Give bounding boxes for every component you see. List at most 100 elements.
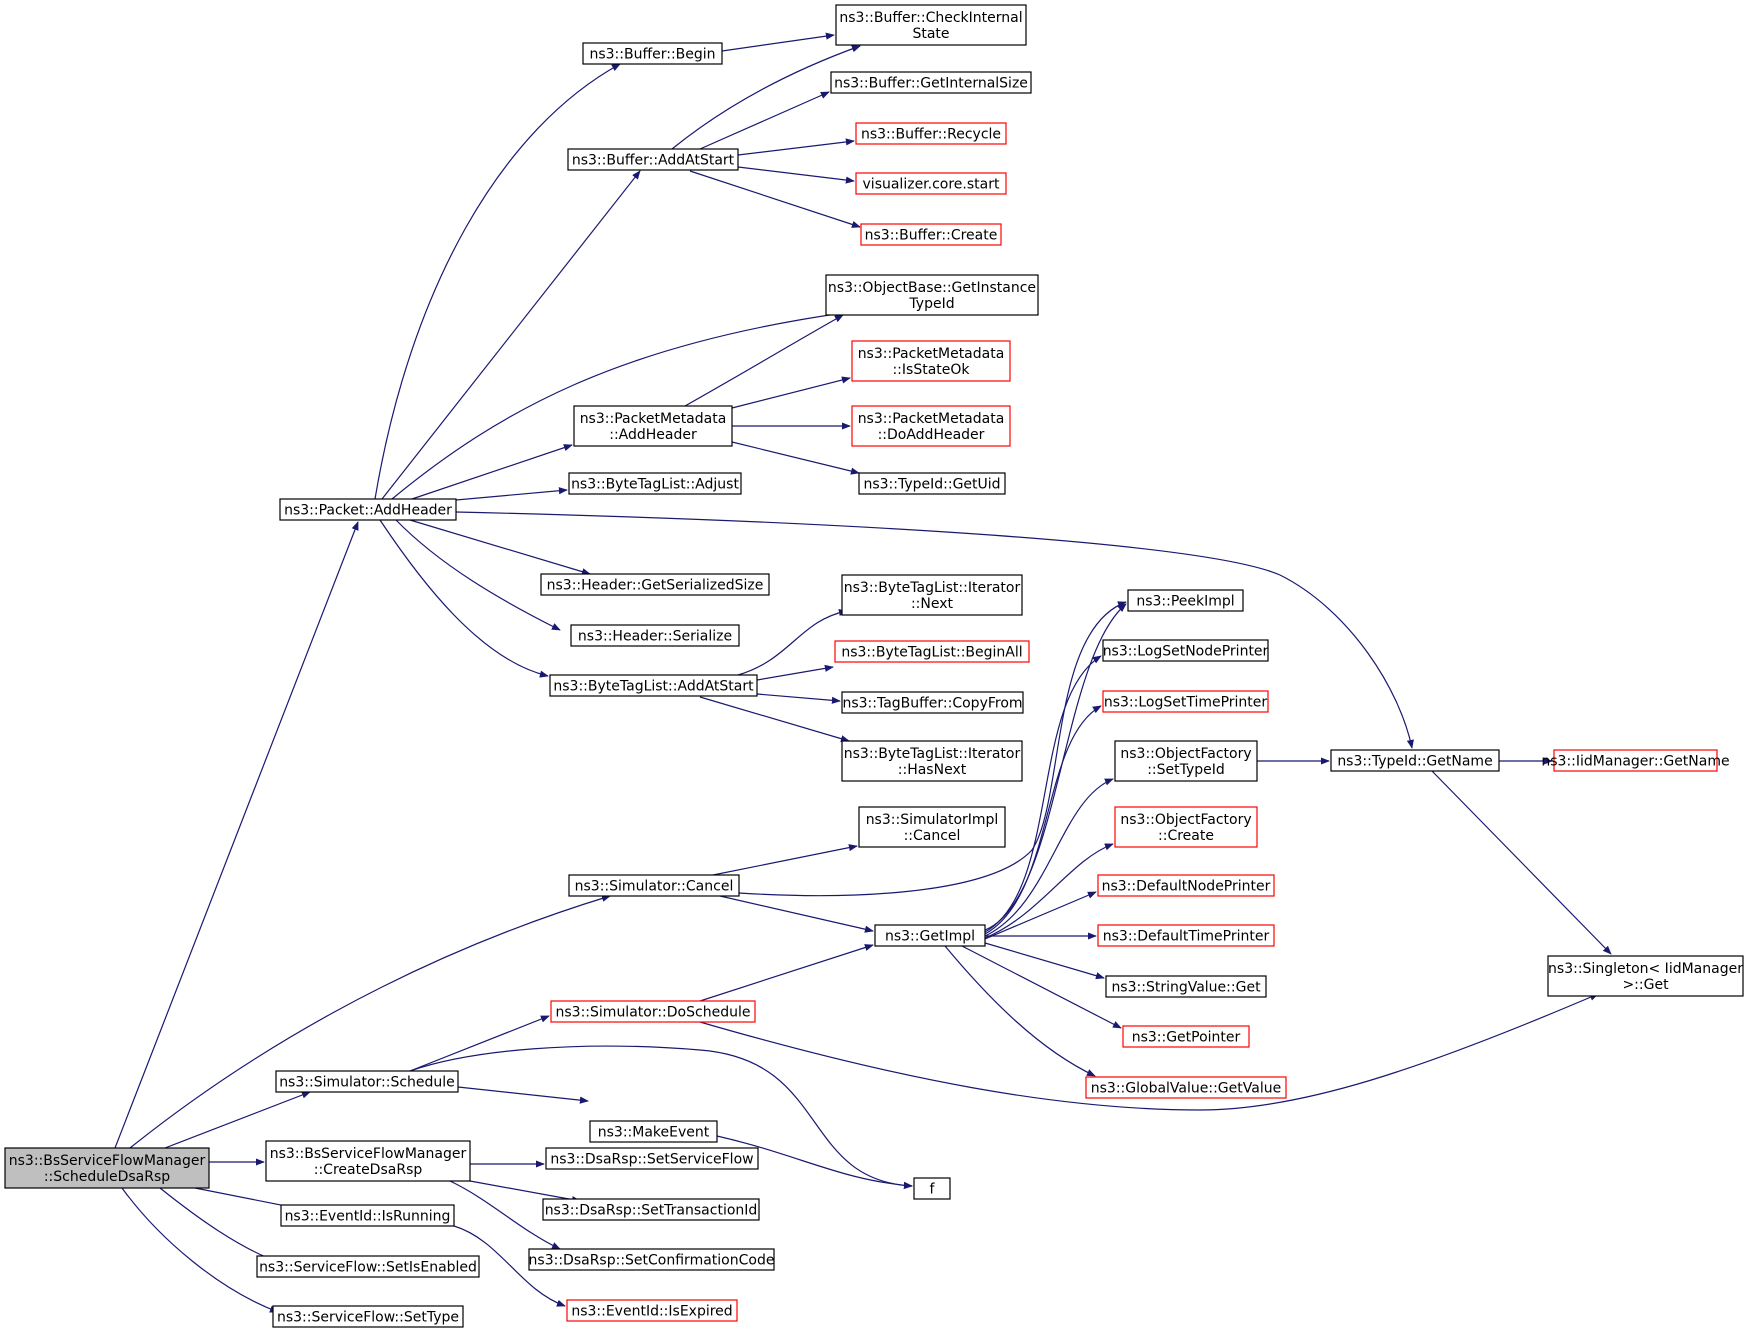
node-pm-addheader[interactable]: ns3::PacketMetadata::AddHeader <box>573 405 733 447</box>
node-typeid-getname[interactable]: ns3::TypeId::GetName <box>1330 749 1500 772</box>
node-btl-iter-next[interactable]: ns3::ByteTagList::Iterator::Next <box>841 574 1023 616</box>
node-box <box>256 1255 480 1278</box>
node-buffer-getinternalsize[interactable]: ns3::Buffer::GetInternalSize <box>830 71 1032 94</box>
node-box <box>4 1147 210 1189</box>
node-packet-addheader[interactable]: ns3::Packet::AddHeader <box>279 498 457 521</box>
edge-root-to-sim-cancel <box>129 894 611 1149</box>
node-simimpl-cancel[interactable]: ns3::SimulatorImpl::Cancel <box>858 806 1006 848</box>
node-serviceflow-settype[interactable]: ns3::ServiceFlow::SetType <box>272 1305 464 1328</box>
node-label-line: ::HasNext <box>898 762 967 778</box>
node-tagbuffer-copyfrom[interactable]: ns3::TagBuffer::CopyFrom <box>841 691 1024 714</box>
node-eventid-isrunning[interactable]: ns3::EventId::IsRunning <box>280 1204 455 1227</box>
node-buffer-addatstart[interactable]: ns3::Buffer::AddAtStart <box>567 148 739 171</box>
node-getimpl[interactable]: ns3::GetImpl <box>874 924 986 947</box>
node-typeid-getuid[interactable]: ns3::TypeId::GetUid <box>858 472 1006 495</box>
node-label-line: ::SetTypeId <box>1147 762 1225 778</box>
node-makeevent[interactable]: ns3::MakeEvent <box>589 1120 718 1143</box>
node-btl-iter-hasnext[interactable]: ns3::ByteTagList::Iterator::HasNext <box>841 740 1023 782</box>
edge-getimpl-to-globalvalue-getvalue <box>944 945 1096 1077</box>
node-globalvalue-getvalue[interactable]: ns3::GlobalValue::GetValue <box>1085 1076 1287 1099</box>
node-label-line: ns3::PacketMetadata <box>858 411 1005 427</box>
edge-buffer-begin-to-buffer-checkinternal <box>721 32 835 52</box>
edge-pm-addheader-to-pm-isstateok <box>731 376 851 409</box>
edge-buffer-addatstart-to-buffer-checkinternal <box>671 45 861 150</box>
node-label-line: ns3::GetImpl <box>885 929 975 945</box>
node-box <box>913 1177 951 1200</box>
node-logsettimeprinter[interactable]: ns3::LogSetTimePrinter <box>1102 690 1269 713</box>
node-label-line: ns3::Packet::AddHeader <box>284 503 452 519</box>
node-box <box>549 674 758 697</box>
edge-btl-addatstart-to-btl-iter-next <box>737 608 848 676</box>
node-serviceflow-setisenabled[interactable]: ns3::ServiceFlow::SetIsEnabled <box>256 1255 480 1278</box>
edge-sim-schedule-to-makeevent <box>457 1086 589 1104</box>
nodes-layer: ns3::BsServiceFlowManager::ScheduleDsaRs… <box>4 4 1744 1328</box>
node-box <box>851 405 1011 447</box>
node-f[interactable]: f <box>913 1177 951 1200</box>
node-box <box>841 691 1024 714</box>
node-sim-doschedule[interactable]: ns3::Simulator::DoSchedule <box>550 1000 756 1023</box>
node-box <box>1105 975 1267 998</box>
node-of-create[interactable]: ns3::ObjectFactory::Create <box>1114 806 1258 848</box>
node-defaultnodeprinter[interactable]: ns3::DefaultNodePrinter <box>1097 874 1275 897</box>
node-btl-adjust[interactable]: ns3::ByteTagList::Adjust <box>568 472 742 495</box>
node-label-line: ns3::Singleton< IidManager <box>1548 961 1743 977</box>
node-box <box>834 640 1030 663</box>
edge-sim-schedule-to-f <box>409 1045 913 1190</box>
node-btl-beginall[interactable]: ns3::ByteTagList::BeginAll <box>834 640 1030 663</box>
edge-buffer-addatstart-to-visualizer-start <box>737 166 855 184</box>
node-header-getserializedsize[interactable]: ns3::Header::GetSerializedSize <box>540 573 770 596</box>
node-defaulttimeprinter[interactable]: ns3::DefaultTimePrinter <box>1097 924 1275 947</box>
node-of-settypeid[interactable]: ns3::ObjectFactory::SetTypeId <box>1114 740 1258 782</box>
node-dsarsp-setserviceflow[interactable]: ns3::DsaRsp::SetServiceFlow <box>545 1147 759 1170</box>
node-label-line: ns3::Buffer::Begin <box>589 47 715 63</box>
node-dsarsp-setconfirmationcode[interactable]: ns3::DsaRsp::SetConfirmationCode <box>528 1248 775 1271</box>
edge-sim-doschedule-to-getimpl <box>699 944 874 1002</box>
node-header-serialize[interactable]: ns3::Header::Serialize <box>570 624 740 647</box>
edge-buffer-addatstart-to-buffer-getinternalsize <box>699 91 830 150</box>
node-singleton-get[interactable]: ns3::Singleton< IidManager >::Get <box>1547 955 1744 997</box>
node-iidmanager-getname[interactable]: ns3::IidManager::GetName <box>1541 749 1730 772</box>
node-pm-isstateok[interactable]: ns3::PacketMetadata::IsStateOk <box>851 340 1011 382</box>
edge-btl-addatstart-to-btl-iter-hasnext <box>699 696 850 743</box>
node-root[interactable]: ns3::BsServiceFlowManager::ScheduleDsaRs… <box>4 1147 210 1189</box>
node-box <box>1097 924 1275 947</box>
node-label-line: ns3::LogSetNodePrinter <box>1103 644 1269 660</box>
node-box <box>567 148 739 171</box>
node-logsetnodeprinter[interactable]: ns3::LogSetNodePrinter <box>1102 639 1269 662</box>
node-label-line: visualizer.core.start <box>863 177 1000 193</box>
node-pm-doaddheader[interactable]: ns3::PacketMetadata::DoAddHeader <box>851 405 1011 447</box>
edge-getimpl-to-logsettimeprinter <box>984 705 1102 935</box>
node-box <box>545 1147 759 1170</box>
edge-root-to-packet-addheader <box>114 521 359 1149</box>
node-box <box>851 340 1011 382</box>
node-stringvalue-get[interactable]: ns3::StringValue::Get <box>1105 975 1267 998</box>
node-bsfm-createdsarsp[interactable]: ns3::BsServiceFlowManager::CreateDsaRsp <box>265 1140 471 1182</box>
node-buffer-recycle[interactable]: ns3::Buffer::Recycle <box>855 122 1007 145</box>
node-visualizer-start[interactable]: visualizer.core.start <box>855 172 1007 195</box>
node-label-line: TypeId <box>908 296 954 312</box>
node-box <box>858 806 1006 848</box>
node-buffer-create[interactable]: ns3::Buffer::Create <box>860 223 1002 246</box>
node-label-line: ns3::ServiceFlow::SetType <box>277 1310 459 1326</box>
node-sim-schedule[interactable]: ns3::Simulator::Schedule <box>275 1070 459 1093</box>
edge-packet-addheader-to-header-serialize <box>395 519 561 631</box>
edge-packet-addheader-to-btl-addatstart <box>379 519 549 678</box>
node-btl-addatstart[interactable]: ns3::ByteTagList::AddAtStart <box>549 674 758 697</box>
node-label-line: ns3::DefaultNodePrinter <box>1102 879 1271 895</box>
node-buffer-begin[interactable]: ns3::Buffer::Begin <box>582 42 723 65</box>
node-box <box>265 1140 471 1182</box>
node-eventid-isexpired[interactable]: ns3::EventId::IsExpired <box>566 1299 738 1322</box>
node-getpointer[interactable]: ns3::GetPointer <box>1122 1025 1250 1048</box>
node-dsarsp-settransactionid[interactable]: ns3::DsaRsp::SetTransactionId <box>542 1198 760 1221</box>
edge-sim-cancel-to-peekimpl <box>738 601 1127 897</box>
node-box <box>279 498 457 521</box>
node-box <box>542 1198 760 1221</box>
node-label-line: ns3::ByteTagList::AddAtStart <box>553 679 754 695</box>
node-box <box>1097 874 1275 897</box>
node-peekimpl[interactable]: ns3::PeekImpl <box>1127 589 1244 612</box>
node-label-line: State <box>912 26 949 42</box>
node-sim-cancel[interactable]: ns3::Simulator::Cancel <box>568 874 740 897</box>
